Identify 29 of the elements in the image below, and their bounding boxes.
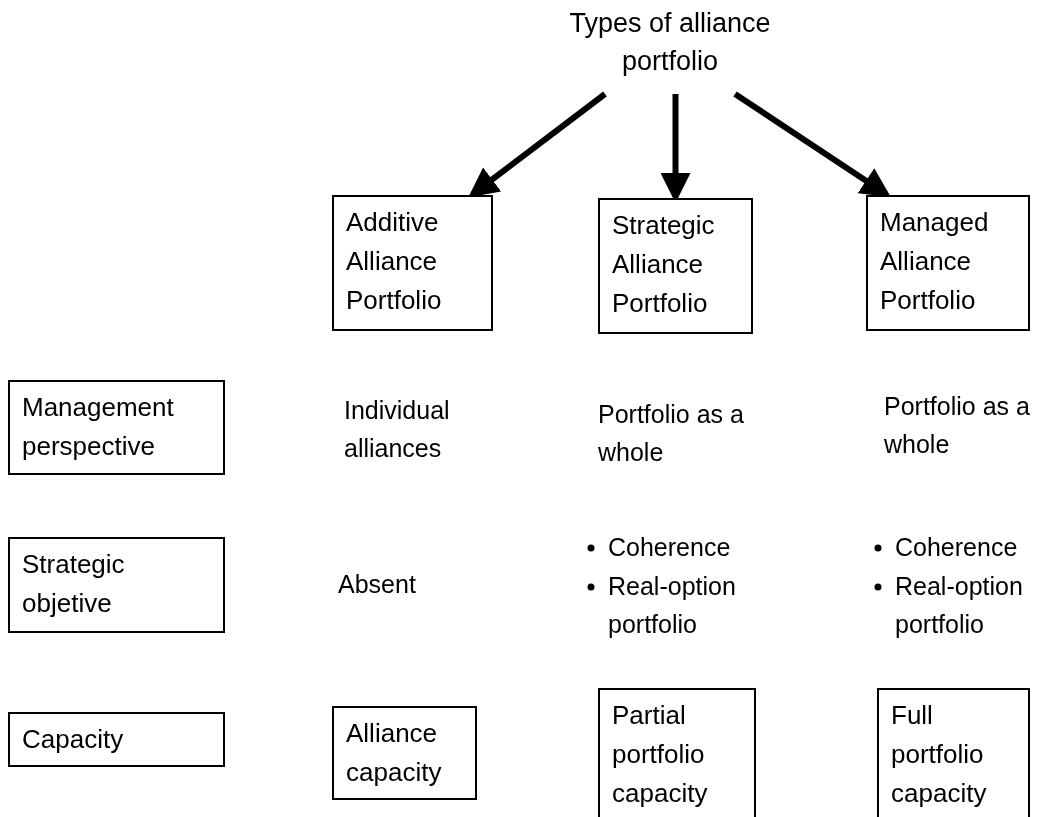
- heading-text: Types of alliance portfolio: [535, 5, 805, 91]
- box-label: Partial portfolio capacity: [612, 699, 709, 810]
- bullet-item: Real-option portfolio: [608, 571, 737, 640]
- text-box: [332, 195, 493, 331]
- text-box: [877, 688, 1030, 817]
- box-label: Full portfolio capacity: [891, 699, 988, 810]
- arrow: [468, 91, 607, 198]
- text-box: [8, 380, 225, 475]
- arrow: [733, 91, 891, 198]
- bullet-item: Real-option portfolio: [895, 571, 1024, 640]
- text-box: [8, 537, 225, 633]
- cell-text: Portfolio as a whole: [598, 399, 745, 468]
- bullet-item: Coherence: [608, 532, 732, 563]
- text-box: [866, 195, 1030, 331]
- box-label: Additive Alliance Portfolio: [346, 206, 443, 317]
- cell-text: Absent: [338, 569, 417, 600]
- box-label: Capacity: [22, 723, 125, 756]
- cell-text: Portfolio as a whole: [884, 391, 1031, 460]
- text-box: [332, 706, 477, 800]
- box-label: Alliance capacity: [346, 717, 443, 789]
- box-label: Management perspective: [22, 391, 175, 463]
- text-box: [8, 712, 225, 767]
- box-label: Managed Alliance Portfolio: [880, 206, 990, 317]
- box-label: Strategic Alliance Portfolio: [612, 209, 716, 320]
- bullet-item: Coherence: [895, 532, 1019, 563]
- text-box: [598, 198, 753, 334]
- cell-text: Individual alliances: [344, 395, 451, 464]
- text-box: [598, 688, 756, 817]
- box-label: Strategic objetive: [22, 548, 126, 620]
